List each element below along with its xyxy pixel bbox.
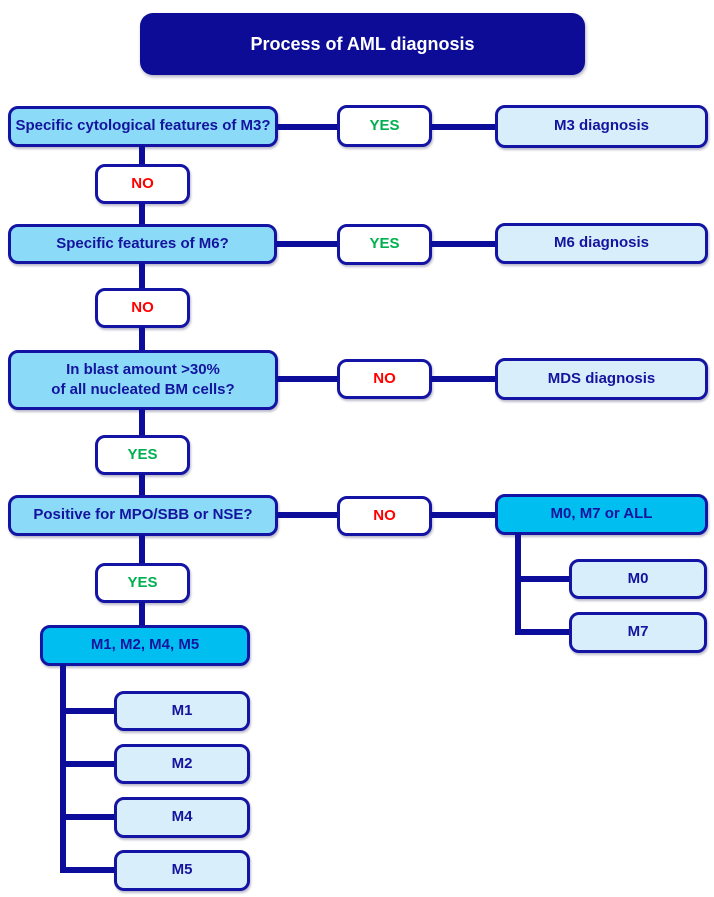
connector-no-mdsresult [431, 376, 496, 382]
connector-q3-no [277, 376, 338, 382]
connector-q4-yes [139, 535, 145, 564]
leaf-node-m7: M7 [569, 612, 707, 653]
connector-q1-yes [277, 124, 338, 130]
tree-line-negative-m0 [515, 576, 570, 582]
branch-label-yes-m3: YES [337, 105, 432, 147]
tree-line-positive-m5 [60, 867, 115, 873]
leaf-node-m0: M0 [569, 559, 707, 599]
result-node-m6-diagnosis: M6 diagnosis [495, 223, 708, 264]
result-node-m3-diagnosis: M3 diagnosis [495, 105, 708, 148]
connector-q3-yes [139, 409, 145, 436]
branch-label-no-mpo: NO [337, 496, 432, 536]
question-node-m6: Specific features of M6? [8, 224, 277, 264]
leaf-node-m1: M1 [114, 691, 250, 731]
connector-q2-no [139, 263, 145, 289]
result-node-mds-diagnosis: MDS diagnosis [495, 358, 708, 400]
tree-line-positive-m2 [60, 761, 115, 767]
leaf-node-m4: M4 [114, 797, 250, 838]
connector-yes-m3result [431, 124, 496, 130]
group-node-m1-m2-m4-m5: M1, M2, M4, M5 [40, 625, 250, 666]
connector-yes-positivegroup [139, 602, 145, 626]
question-blast-line2: of all nucleated BM cells? [51, 381, 235, 398]
branch-label-no-m3: NO [95, 164, 190, 204]
connector-no-q3 [139, 327, 145, 351]
question-node-m3: Specific cytological features of M3? [8, 106, 278, 147]
tree-line-positive-m4 [60, 814, 115, 820]
question-node-mpo: Positive for MPO/SBB or NSE? [8, 495, 278, 536]
branch-label-no-m6: NO [95, 288, 190, 328]
connector-no-q2 [139, 203, 145, 225]
branch-label-yes-mpo: YES [95, 563, 190, 603]
tree-line-negative-vertical [515, 533, 521, 635]
branch-label-yes-blast: YES [95, 435, 190, 475]
connector-q1-no [139, 146, 145, 165]
connector-yes-m6result [431, 241, 496, 247]
connector-q2-yes [276, 241, 338, 247]
branch-label-yes-m6: YES [337, 224, 432, 265]
tree-line-negative-m7 [515, 629, 570, 635]
connector-yes-q4 [139, 474, 145, 496]
tree-line-positive-vertical [60, 664, 66, 873]
group-node-m0-m7-all: M0, M7 or ALL [495, 494, 708, 535]
tree-line-positive-m1 [60, 708, 115, 714]
leaf-node-m2: M2 [114, 744, 250, 784]
connector-no-negativegroup [431, 512, 496, 518]
connector-q4-no [277, 512, 338, 518]
question-blast-line1: In blast amount >30% [66, 360, 220, 378]
flowchart-title: Process of AML diagnosis [140, 13, 585, 75]
question-node-blast-count: In blast amount >30% of all nucleated BM… [8, 350, 278, 410]
leaf-node-m5: M5 [114, 850, 250, 891]
branch-label-no-blast: NO [337, 359, 432, 399]
